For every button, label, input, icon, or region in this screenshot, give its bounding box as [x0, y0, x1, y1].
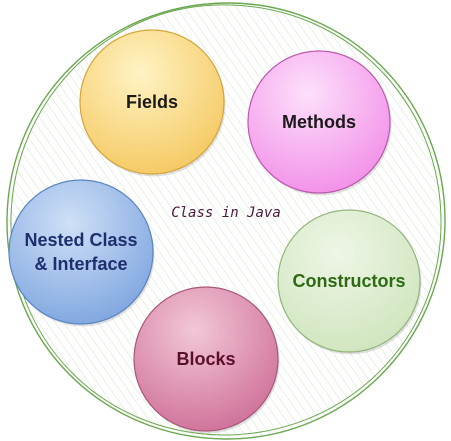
bubble-methods: Methods [247, 50, 392, 196]
bubble-circle-nested-class-interface [8, 179, 154, 325]
center-caption-class-in-java: Class in Java [171, 205, 281, 221]
bubble-blocks: Blocks [133, 286, 280, 434]
bubble-label-blocks: Blocks [176, 349, 235, 369]
bubble-label-nested-class-interface: Nested Class [24, 230, 137, 250]
outer-circle-outline-sketch [10, 4, 442, 436]
bubble-circle-constructors [277, 209, 421, 353]
bubble-fields: Fields [79, 29, 226, 177]
bubble-label-constructors: Constructors [292, 271, 405, 291]
bubble-circle-blocks [133, 286, 279, 432]
bubble-nested-class-interface: Nested Class & Interface [8, 179, 155, 327]
bubble-circle-fields [79, 29, 225, 175]
bubble-label-fields: Fields [126, 92, 178, 112]
outer-circle-outline [6, 2, 446, 440]
bubble-constructors: Constructors [277, 209, 422, 355]
bubble-label-nested-class-interface: & Interface [34, 254, 127, 274]
bubble-label-methods: Methods [282, 112, 356, 132]
bubble-circle-methods [247, 50, 391, 194]
